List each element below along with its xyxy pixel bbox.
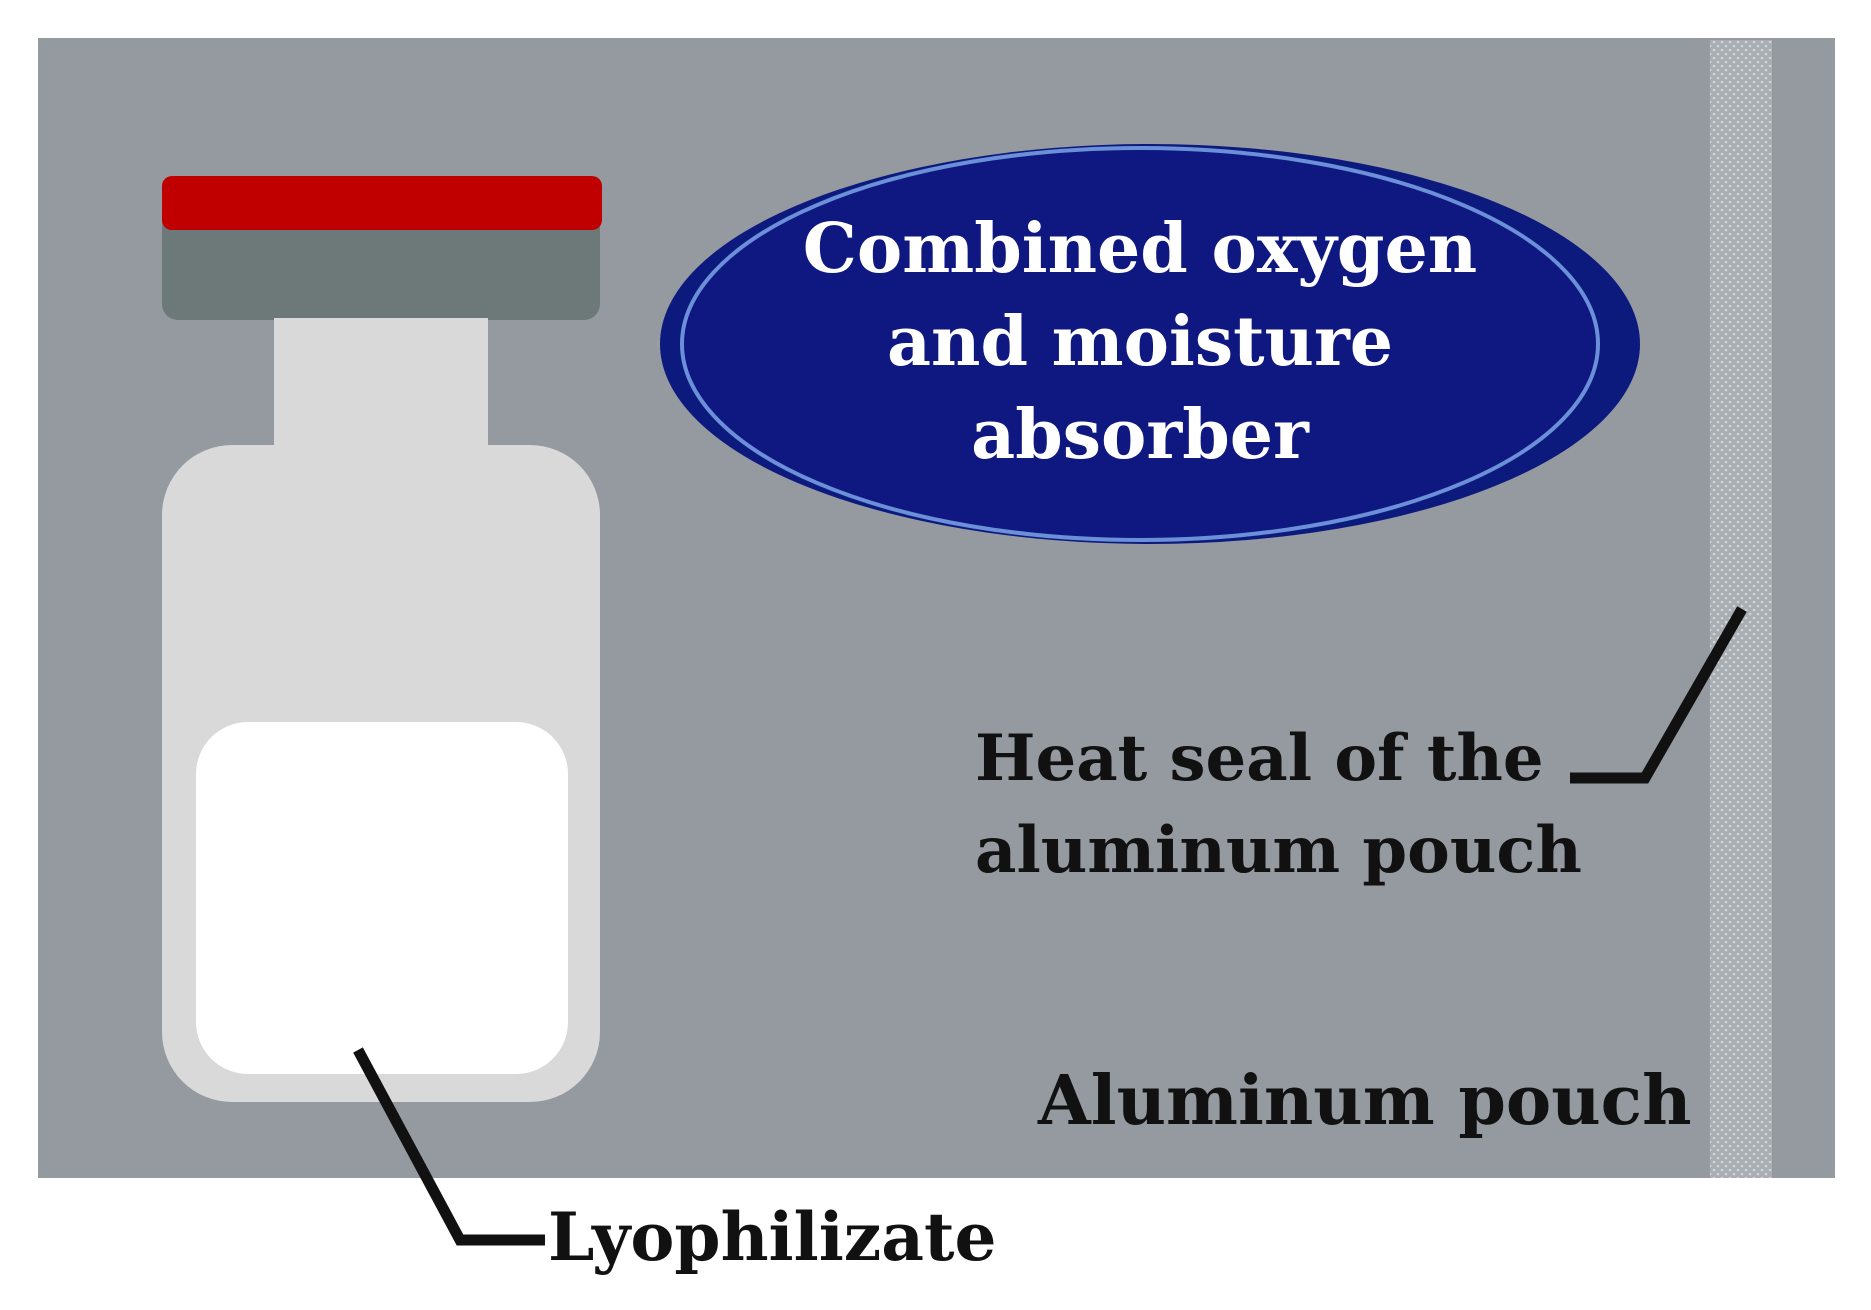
lyophilizate-cake xyxy=(196,722,568,1074)
absorber-label-line2: and moisture xyxy=(887,302,1393,382)
vial-neck xyxy=(274,318,488,458)
absorber-label-line1: Combined oxygen xyxy=(803,209,1477,289)
vial-cap-crimp xyxy=(162,205,600,320)
heat-seal-leader-line xyxy=(1570,606,1747,784)
absorber-packet xyxy=(680,146,1600,542)
heat-seal-label-line1: Heat seal of the xyxy=(975,721,1544,796)
lyophilizate-leader-line xyxy=(353,1047,545,1246)
lyophilizate-label: Lyophilizate xyxy=(548,1198,997,1276)
heat-seal-label-line2: aluminum pouch xyxy=(975,813,1582,888)
absorber-label-line3: absorber xyxy=(971,395,1310,475)
vial-cap-top xyxy=(162,176,602,230)
aluminum-pouch-label: Aluminum pouch xyxy=(1037,1061,1692,1141)
